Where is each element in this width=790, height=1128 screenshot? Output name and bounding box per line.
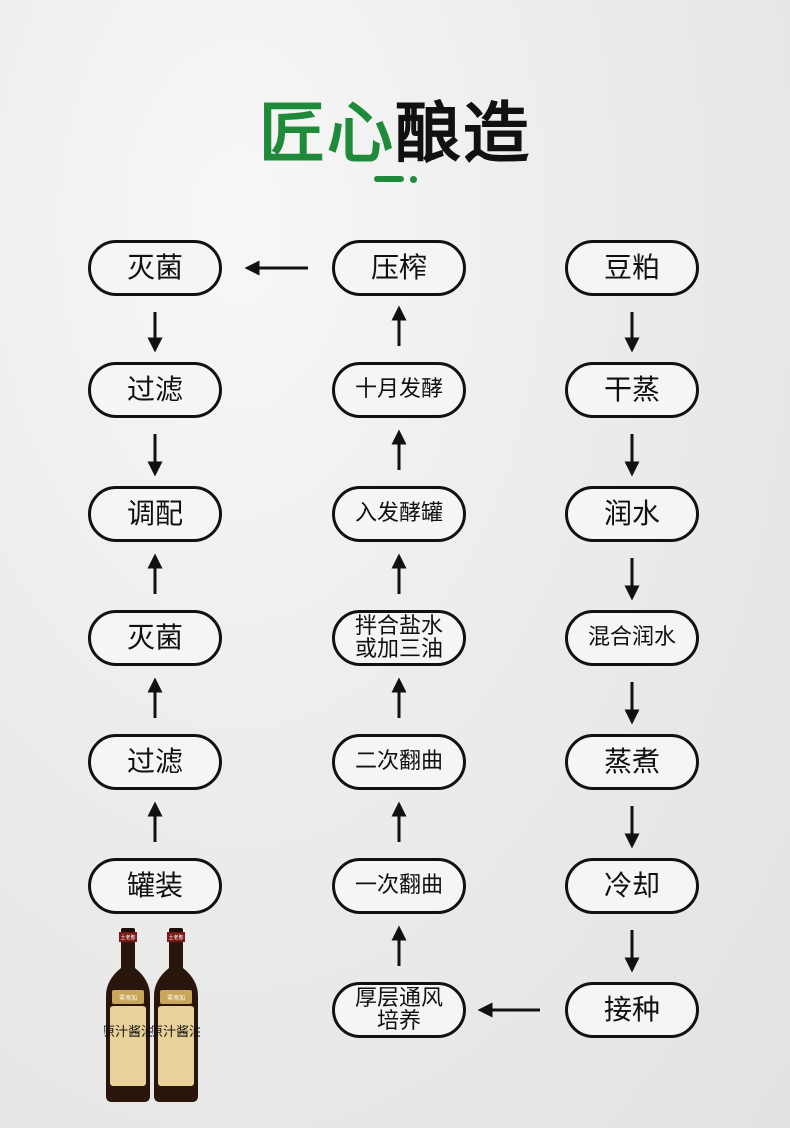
- bottle-left-badge: 零添加: [119, 994, 137, 1002]
- bottle-left-label: 原汁酱油: [104, 1025, 152, 1040]
- bottle-right-badge: 零添加: [167, 994, 185, 1002]
- bottle-right-brand: 土老憨: [168, 934, 183, 941]
- bottle-right-label: 原汁酱油: [152, 1025, 200, 1040]
- bottle-left-brand: 土老憨: [120, 934, 135, 941]
- soy-sauce-bottle-left: 原汁酱油 零添加 土老憨: [104, 928, 152, 1103]
- soy-sauce-bottle-right: 原汁酱油 零添加 土老憨: [152, 928, 200, 1103]
